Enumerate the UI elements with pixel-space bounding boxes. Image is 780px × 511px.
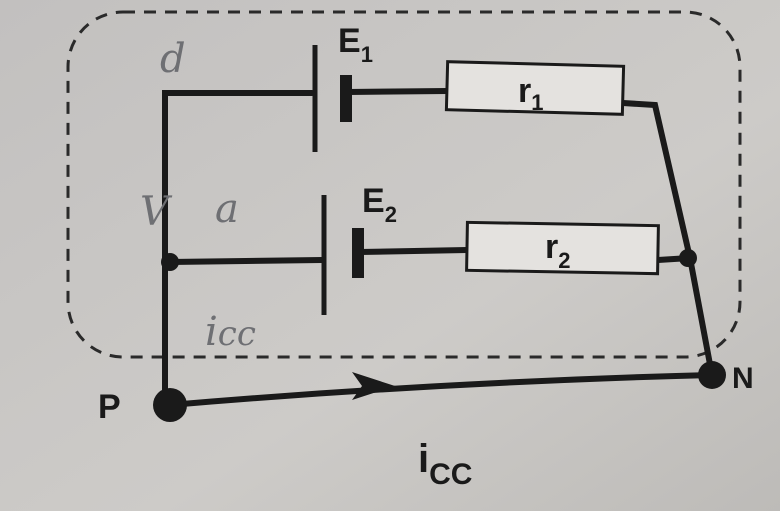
wire-short-circuit bbox=[167, 372, 715, 408]
resistor-r2 bbox=[465, 220, 660, 276]
wire-e2-r2 bbox=[357, 247, 470, 255]
pencil-note-top: d bbox=[160, 36, 186, 82]
current-arrow-icon bbox=[352, 372, 395, 400]
junction-left bbox=[161, 253, 179, 271]
pencil-note-v: V bbox=[140, 189, 173, 235]
resistor-r1 bbox=[444, 60, 626, 116]
node-n bbox=[698, 361, 726, 389]
label-n: N bbox=[732, 362, 754, 395]
pencil-note-a: a bbox=[215, 186, 239, 232]
dashed-boundary bbox=[66, 10, 742, 359]
wire-left bbox=[162, 90, 315, 408]
pencil-note-icc: icc bbox=[205, 309, 256, 355]
label-r1: r1 bbox=[518, 72, 543, 115]
label-icc: iCC bbox=[418, 437, 472, 491]
wire-e1-r1 bbox=[345, 88, 450, 95]
wire-right bbox=[620, 100, 715, 378]
label-p: P bbox=[98, 388, 121, 426]
node-p bbox=[153, 388, 187, 422]
wire-mid-left bbox=[167, 257, 325, 265]
label-e1: E1 bbox=[338, 22, 373, 67]
label-r2: r2 bbox=[545, 228, 570, 273]
wires bbox=[162, 88, 715, 408]
label-e2: E2 bbox=[362, 182, 397, 227]
junction-right bbox=[679, 249, 697, 267]
